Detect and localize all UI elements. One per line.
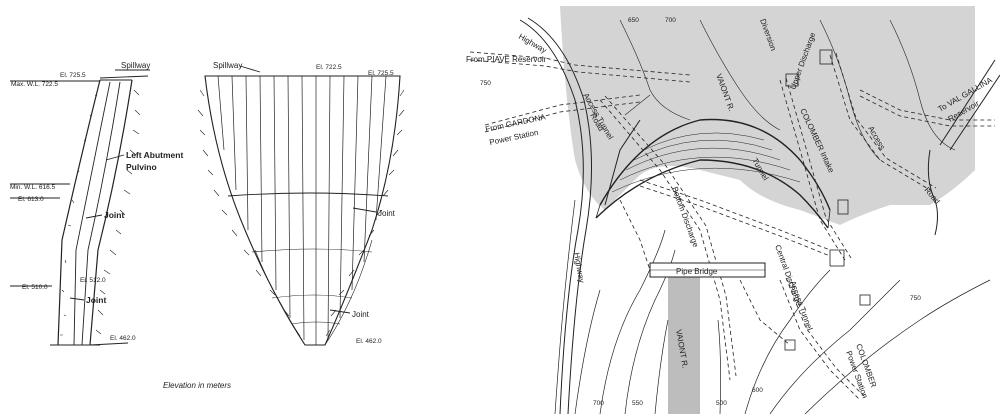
contour-550-label: 550 [632, 400, 643, 407]
highway-top-label: Highway [517, 32, 548, 55]
section-joint-lower-label: Joint [86, 295, 106, 305]
elevation-spillway-label: Spillway [213, 61, 242, 70]
contour-750-label: 750 [480, 80, 491, 87]
elevation-caption: Elevation in meters [163, 381, 231, 390]
section-el-462-label: El. 462.0 [110, 335, 136, 342]
section-el-510-label: El. 510.0 [22, 284, 48, 291]
access-tunnel-lower-label: Access Tunnel [788, 280, 814, 332]
left-abutment-label: Left Abutment [126, 150, 183, 160]
section-joint-upper-label: Joint [104, 210, 124, 220]
elevation-joint-upper-label: Joint [378, 209, 396, 218]
reservoir-area [560, 6, 975, 225]
contour-500-label: 500 [716, 400, 727, 407]
section-spillway-label: Spillway [121, 61, 150, 70]
dam-elevation [197, 65, 405, 346]
site-plan: Highway From PIAVE Reservoir From GARDON… [466, 6, 1000, 414]
section-el-512-label: El. 512.0 [80, 277, 106, 284]
contour-700-label: 700 [665, 17, 676, 24]
river-area [668, 270, 700, 414]
elevation-el-462-label: El. 462.0 [356, 338, 382, 345]
section-max-wl-label: Max. W.L. 722.5 [11, 81, 58, 88]
section-el-613-label: El. 613.0 [18, 196, 44, 203]
pulvino-label: Pulvino [126, 162, 157, 172]
contour-700b-label: 700 [593, 400, 604, 407]
section-el-top-label: El. 725.5 [60, 72, 86, 79]
section-min-wl-label: Min. W.L. 616.5 [10, 184, 56, 191]
elevation-el-722-label: El. 722.5 [316, 64, 342, 71]
highway-left-label: Highway [572, 252, 586, 284]
elevation-el-725-label: El. 725.5 [368, 70, 394, 77]
contour-650-label: 650 [628, 17, 639, 24]
elevation-joint-lower-label: Joint [352, 310, 370, 319]
pipe-label: Pipe Bridge [676, 267, 718, 276]
from-piave-label: From PIAVE Reservoir [466, 55, 547, 64]
contour-750b-label: 750 [910, 295, 921, 302]
contour-600-label: 600 [752, 387, 763, 394]
dam-cross-section [10, 69, 150, 346]
